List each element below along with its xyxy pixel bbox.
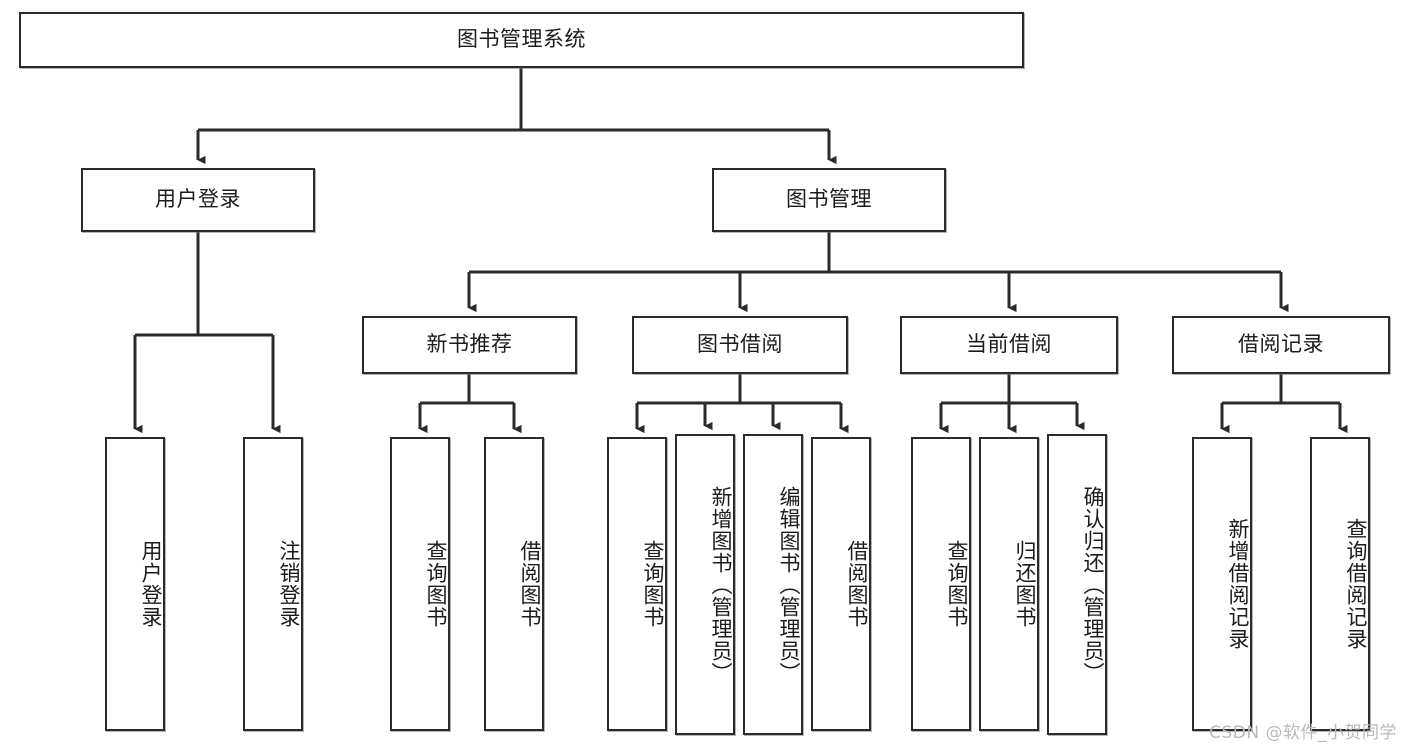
- node-root-system-label: 图书管理系统: [457, 27, 586, 52]
- leaf-add-book-label: 新增图书（管理员）: [709, 485, 733, 684]
- leaf-add-borrow-record-label: 新增借阅记录: [1226, 518, 1250, 650]
- leaf-logout[interactable]: 注销登录: [243, 437, 303, 731]
- leaf-confirm-return-label: 确认归还（管理员）: [1081, 485, 1105, 684]
- node-user-login-label: 用户登录: [155, 187, 241, 212]
- node-book-borrowing-label: 图书借阅: [697, 332, 783, 357]
- node-borrowing-record-label: 借阅记录: [1238, 332, 1324, 357]
- leaf-borrow-book-2-label: 借阅图书: [845, 540, 869, 628]
- node-new-book-recommendation[interactable]: 新书推荐: [362, 316, 577, 374]
- leaf-return-book-label: 归还图书: [1013, 540, 1037, 628]
- leaf-borrow-book-2[interactable]: 借阅图书: [811, 437, 871, 731]
- leaf-user-login[interactable]: 用户登录: [105, 437, 165, 731]
- leaf-confirm-return[interactable]: 确认归还（管理员）: [1047, 434, 1107, 735]
- leaf-query-borrow-record[interactable]: 查询借阅记录: [1310, 437, 1370, 731]
- node-borrowing-record[interactable]: 借阅记录: [1172, 316, 1390, 374]
- node-current-borrowing[interactable]: 当前借阅: [900, 316, 1118, 374]
- csdn-watermark: CSDN @软件_小贺同学: [1209, 723, 1397, 743]
- leaf-query-book-1-label: 查询图书: [424, 540, 448, 628]
- leaf-add-book[interactable]: 新增图书（管理员）: [675, 434, 735, 735]
- leaf-borrow-book-1-label: 借阅图书: [518, 540, 542, 628]
- leaf-query-book-1[interactable]: 查询图书: [390, 437, 450, 731]
- leaf-query-book-3-label: 查询图书: [945, 540, 969, 628]
- node-user-login[interactable]: 用户登录: [81, 168, 315, 232]
- node-root-system[interactable]: 图书管理系统: [19, 12, 1024, 68]
- leaf-query-borrow-record-label: 查询借阅记录: [1344, 518, 1368, 650]
- leaf-query-book-3[interactable]: 查询图书: [911, 437, 971, 731]
- node-new-book-recommendation-label: 新书推荐: [426, 332, 513, 357]
- node-book-management-label: 图书管理: [786, 187, 872, 212]
- node-current-borrowing-label: 当前借阅: [966, 332, 1052, 357]
- leaf-query-book-2[interactable]: 查询图书: [607, 437, 667, 731]
- leaf-borrow-book-1[interactable]: 借阅图书: [484, 437, 544, 731]
- node-book-borrowing[interactable]: 图书借阅: [632, 316, 848, 374]
- leaf-edit-book-label: 编辑图书（管理员）: [777, 485, 801, 684]
- leaf-return-book[interactable]: 归还图书: [979, 437, 1039, 731]
- leaf-add-borrow-record[interactable]: 新增借阅记录: [1192, 437, 1252, 731]
- node-book-management[interactable]: 图书管理: [712, 168, 946, 232]
- leaf-query-book-2-label: 查询图书: [641, 540, 665, 628]
- leaf-logout-label: 注销登录: [277, 540, 301, 628]
- leaf-edit-book[interactable]: 编辑图书（管理员）: [743, 434, 803, 735]
- leaf-user-login-label: 用户登录: [139, 540, 163, 628]
